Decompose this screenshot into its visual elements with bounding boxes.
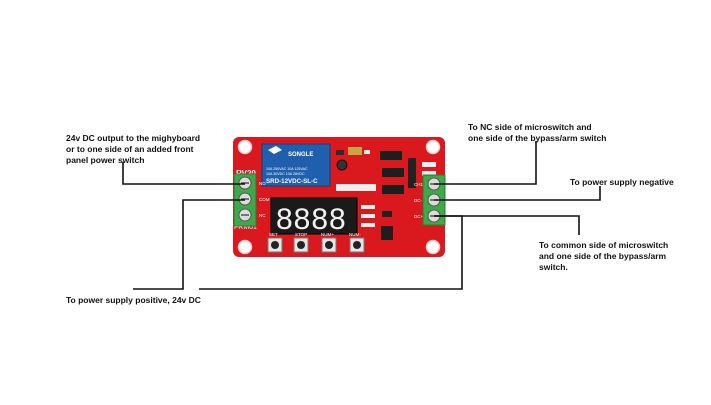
wire-psu-positive [133,199,199,290]
terminal-label-ch1: CH1 [414,182,423,187]
relay-rating-1: 10A 250VAC 10A 125VAC [266,167,308,171]
note-nc-microswitch: To NC side of microswitch and one side o… [468,122,607,143]
wire-psu-negative [434,186,601,201]
note-output-mightyboard: 24v DC output to the mighyboard or to on… [66,133,201,165]
button-num-minus-label: NUM- [349,232,361,237]
led-component [336,150,344,155]
mount-hole-bl [237,239,253,255]
mount-hole-tl [237,139,253,155]
relay: SONGLE 10A 250VAC 10A 125VAC 10A 30VDC 1… [261,143,331,187]
model-label-bottom: FRM01 [234,224,257,231]
button-num-plus-label: NUM+ [321,232,334,237]
terminal-label-no: NO [259,181,266,186]
ic-chip-4 [408,158,416,188]
button-num-plus-cap[interactable] [325,241,333,249]
wire-common-loop [199,215,463,290]
ic-chip-3 [382,185,404,194]
led-1 [422,162,436,167]
button-set-label: SET [269,232,278,237]
smd-part-3 [361,223,375,227]
relay-part-number: SRD-12VDC-SL-C [266,178,318,185]
transistor [382,211,392,217]
note-psu-negative: To power supply negative [570,177,674,187]
terminal-label-com: COM [259,197,270,202]
relay-rating-2: 10A 30VDC 10A 28VDC [266,172,305,176]
ic-chip-2 [382,168,404,177]
wire-common-microswitch [434,215,580,235]
resistor-array [348,147,362,155]
terminal-label-dc-minus: DC- [414,198,422,203]
regulator [381,226,393,240]
smd-part-1 [361,205,375,209]
mount-hole-tr [425,139,441,155]
note-common-microswitch: To common side of microswitch and one si… [539,240,669,272]
terminal-label-nc: NC [259,213,266,218]
wire-nc-microswitch [434,141,537,185]
wire-output-to-mightyboard [122,162,245,185]
push-buttons: SET STOP NUM+ NUM- [267,232,365,253]
display-frame [270,197,358,235]
ic-chip-1 [380,151,402,160]
button-num-minus-cap[interactable] [353,241,361,249]
note-psu-positive: To power supply positive, 24v DC [66,295,201,305]
relay-logo-icon [268,146,282,154]
button-set-cap[interactable] [271,241,279,249]
ic-label-strip [336,184,376,191]
terminal-label-dc-plus: DC+ [414,214,423,219]
relay-board: RV20 FRM01 SONGLE 10A 250VAC 10A 125VAC … [233,137,446,257]
smd-part-2 [361,214,375,218]
button-stop-label: STOP [295,232,307,237]
smd-component [364,150,370,154]
led-2 [422,171,436,176]
button-stop-cap[interactable] [297,241,305,249]
seven-segment-display: 8888 [270,197,358,236]
mount-hole-br [425,239,441,255]
wires [122,141,601,290]
display-digits: 8888 [276,203,347,236]
relay-brand: SONGLE [288,152,313,158]
capacitor [336,159,348,171]
